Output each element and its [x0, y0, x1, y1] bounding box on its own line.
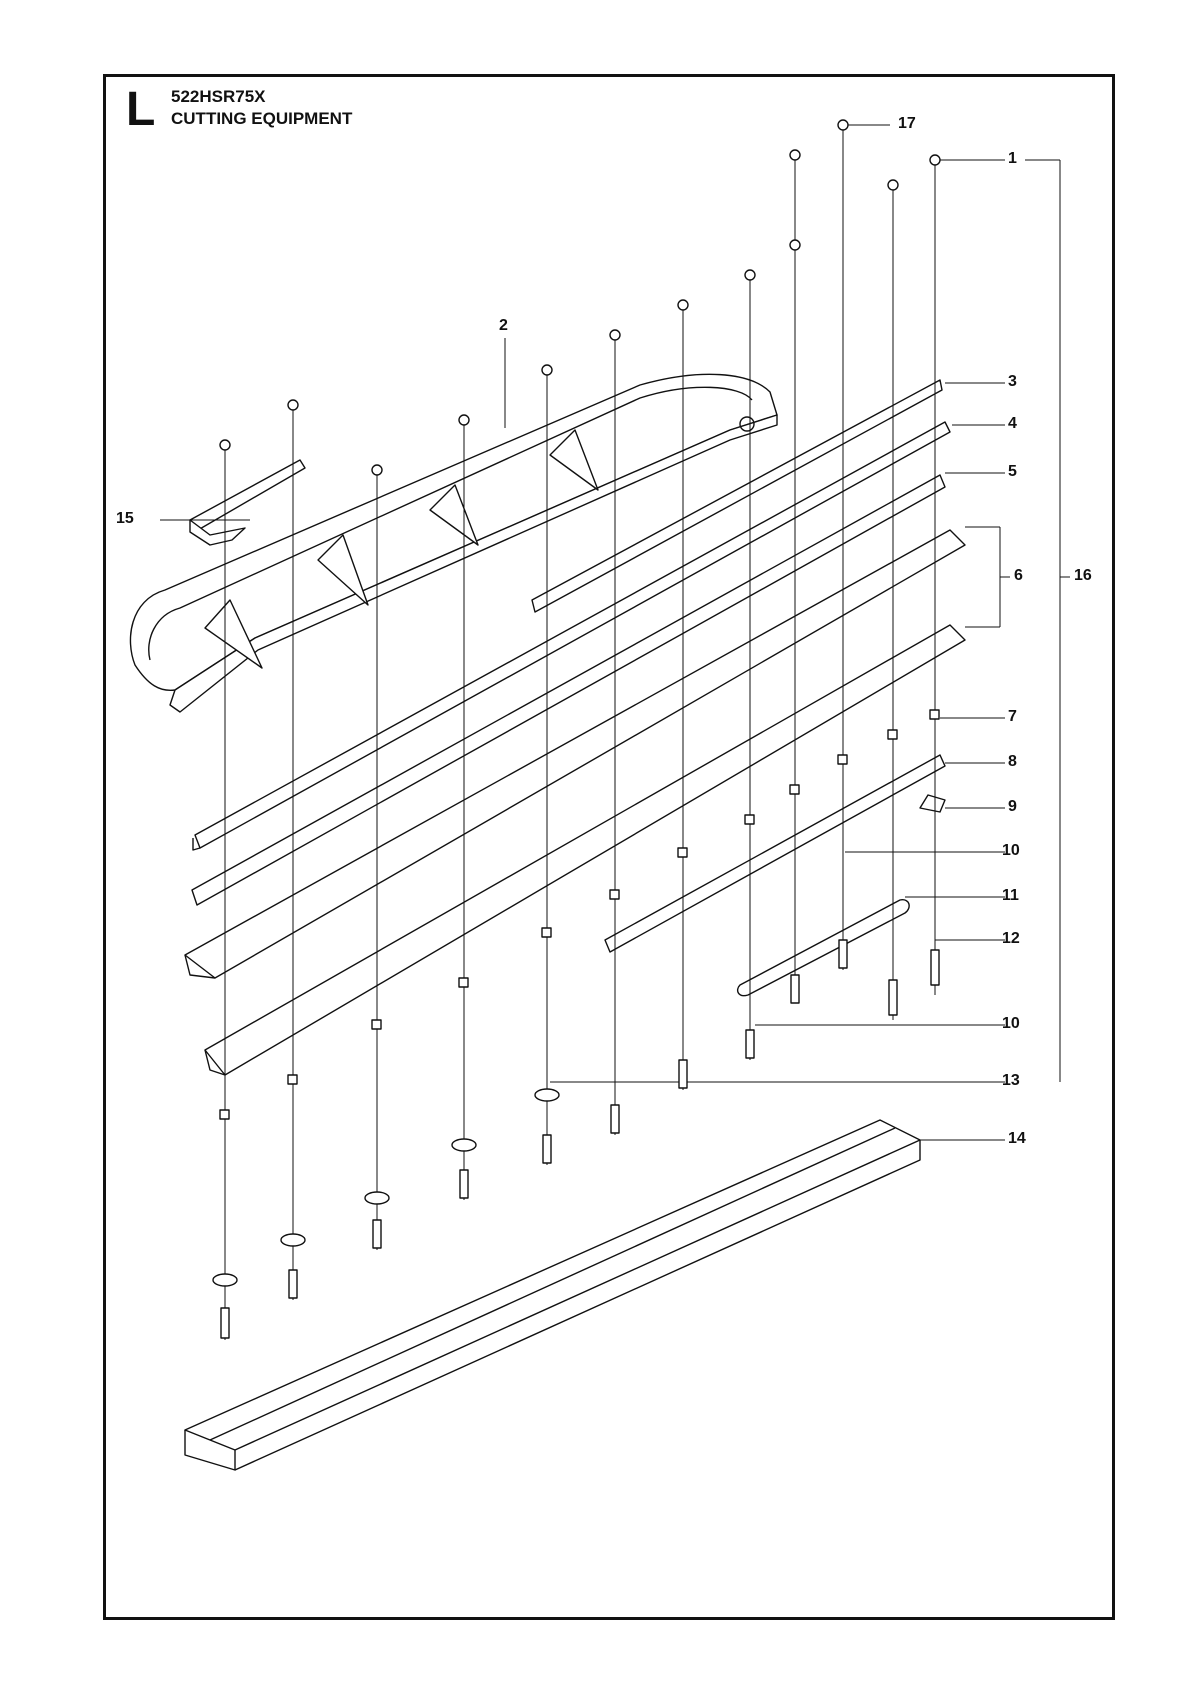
drawing-frame	[103, 74, 1115, 1620]
callout-3: 3	[1008, 373, 1017, 390]
callout-10b: 10	[1002, 1015, 1020, 1032]
blade-lower	[204, 624, 966, 1076]
bar-3	[531, 379, 943, 613]
callout-9: 9	[1008, 798, 1017, 815]
guide-15	[189, 459, 306, 546]
bar-8	[604, 754, 946, 953]
callout-12: 12	[1002, 930, 1020, 947]
callout-10a: 10	[1002, 842, 1020, 859]
callout-17: 17	[898, 115, 916, 132]
callout-13: 13	[1002, 1072, 1020, 1089]
callout-15: 15	[116, 510, 134, 527]
callout-2: 2	[499, 317, 508, 334]
callout-8: 8	[1008, 753, 1017, 770]
callout-7: 7	[1008, 708, 1017, 725]
callout-5: 5	[1008, 463, 1017, 480]
section-letter: L	[126, 83, 156, 136]
callout-16: 16	[1074, 567, 1092, 584]
model-number: 522HSR75X	[171, 87, 266, 106]
plate-11	[736, 899, 910, 997]
blade-upper	[184, 529, 966, 979]
plate-5	[191, 474, 946, 906]
callout-14: 14	[1008, 1130, 1026, 1147]
callout-6: 6	[1014, 567, 1023, 584]
callout-1: 1	[1008, 150, 1017, 167]
callout-11: 11	[1002, 887, 1019, 904]
section-title: CUTTING EQUIPMENT	[171, 109, 353, 128]
blade-guard	[129, 373, 778, 713]
bar-4	[192, 421, 951, 851]
callout-4: 4	[1008, 415, 1017, 432]
